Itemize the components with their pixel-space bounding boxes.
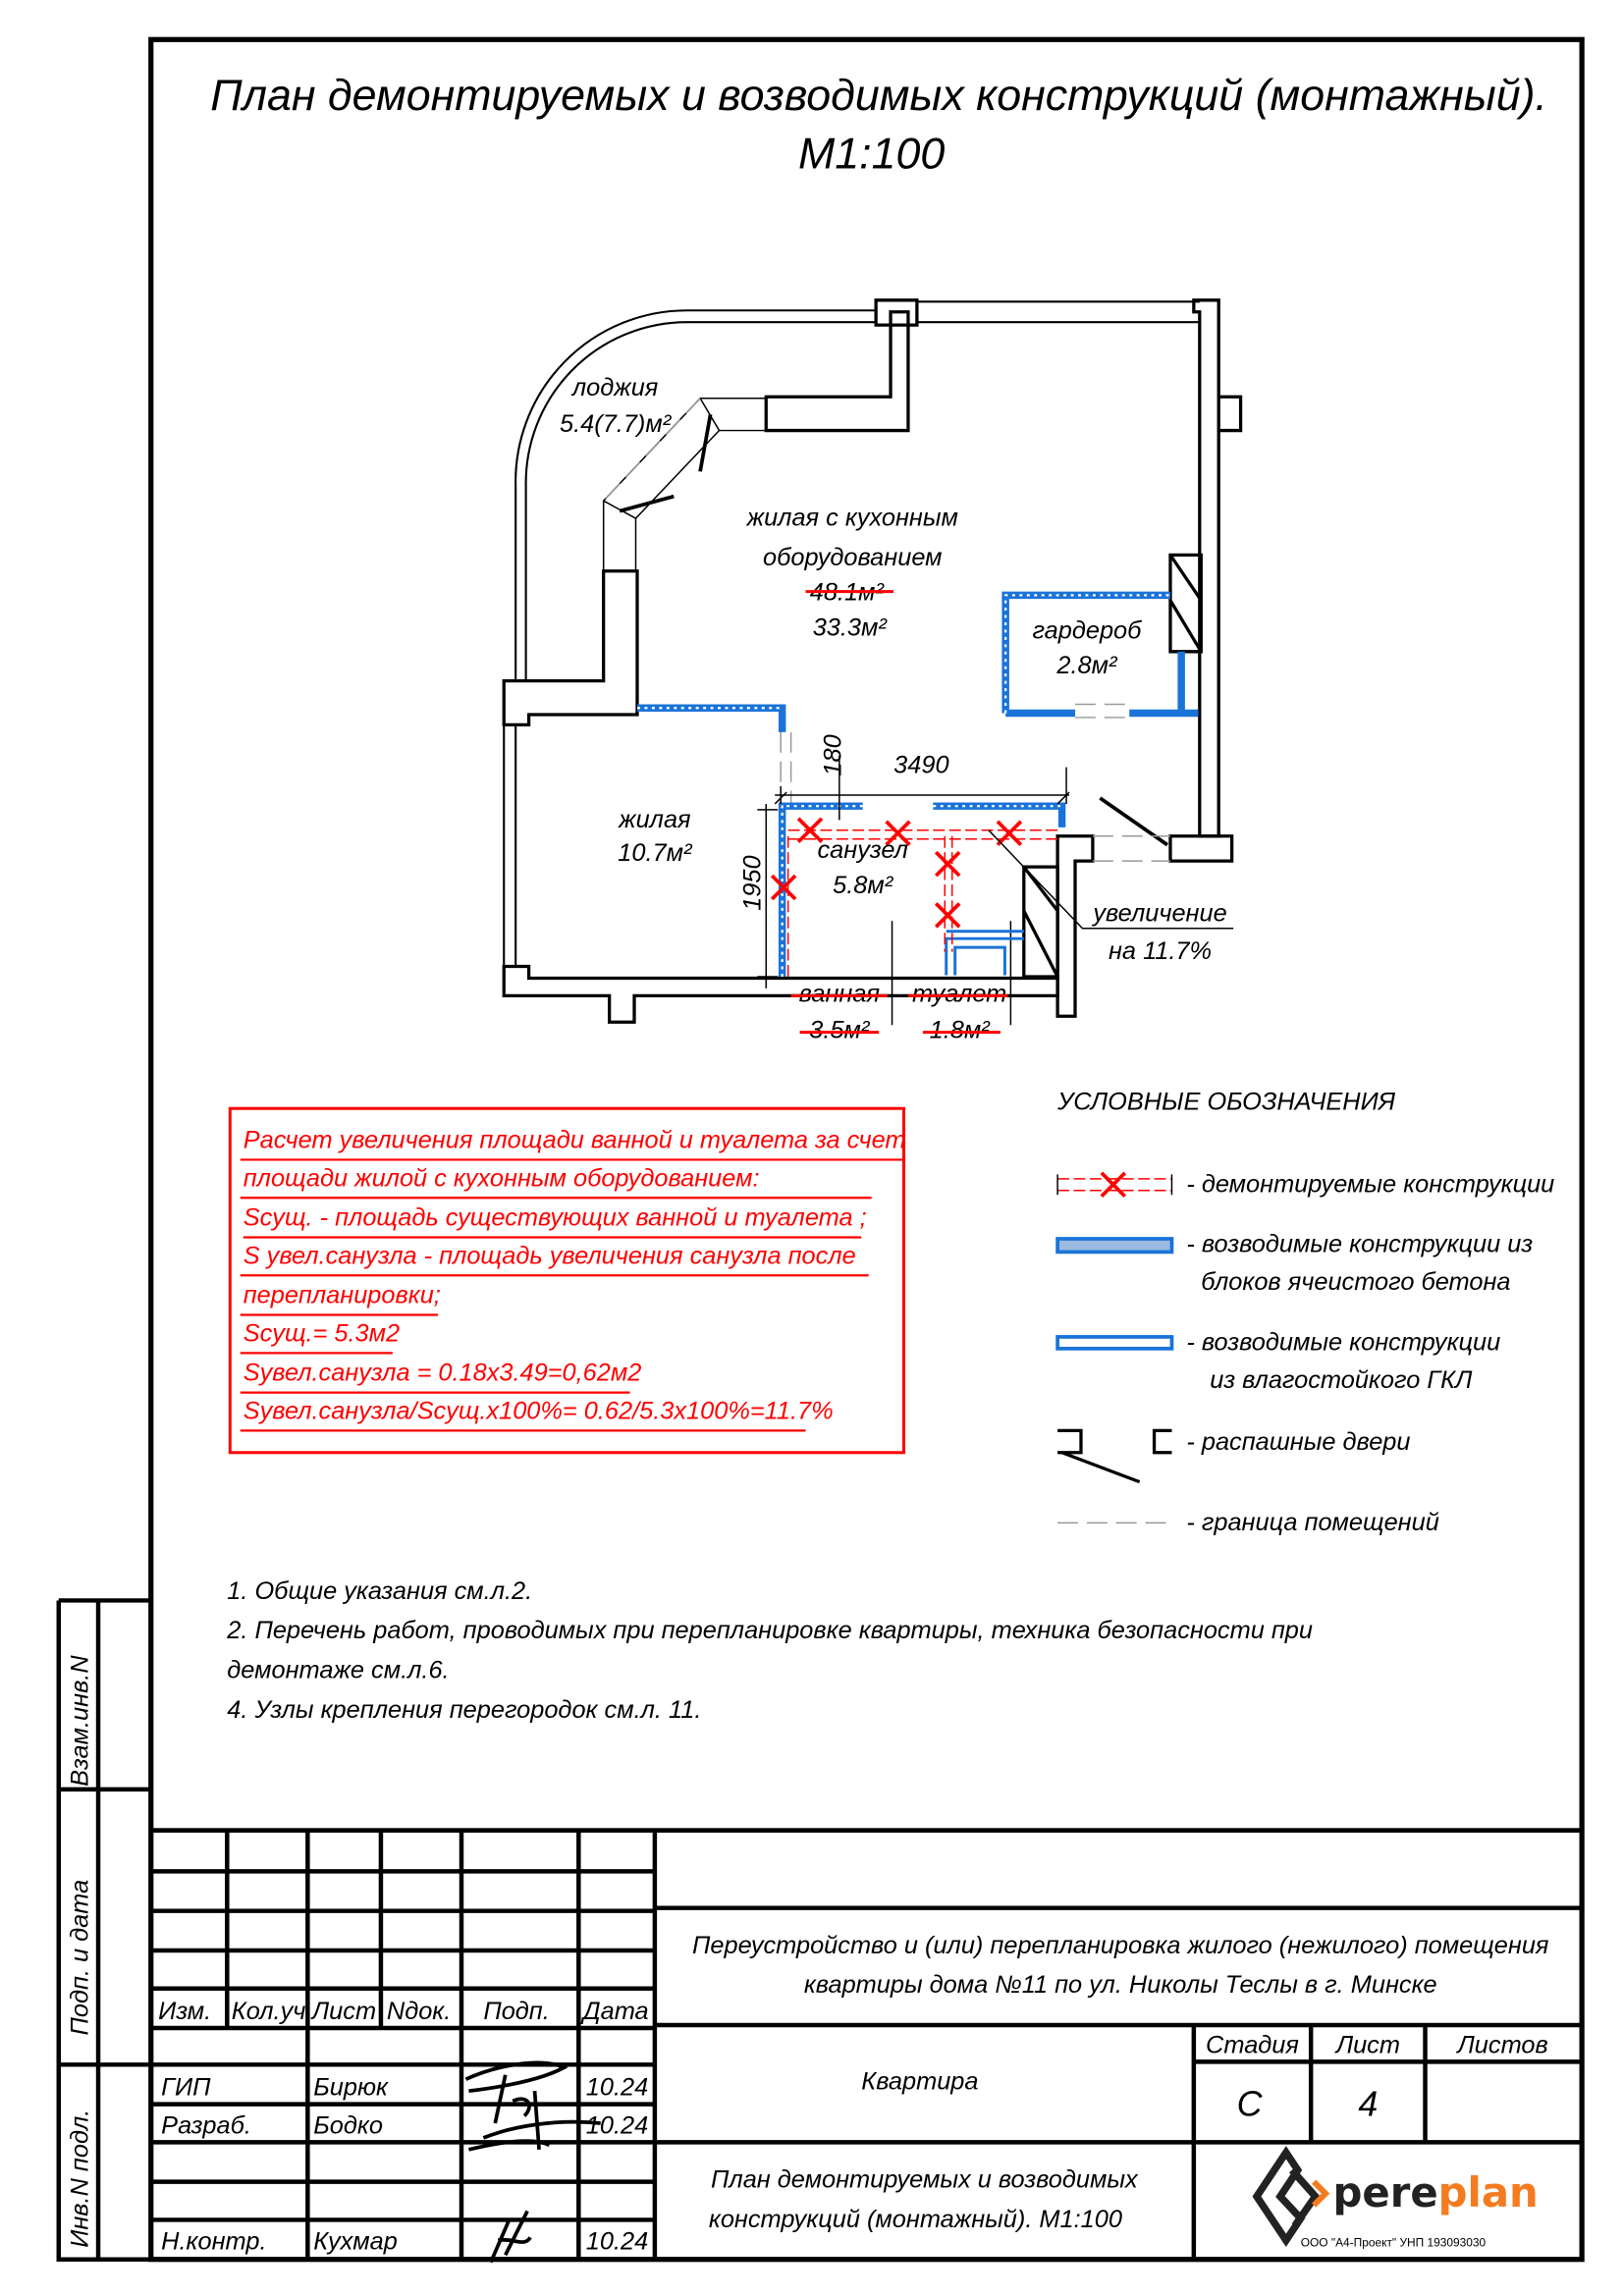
- pereplan-logo: pereplan ООО "А4-Проект" УНП 193093030: [1252, 2146, 1539, 2249]
- logo-icon: [1252, 2146, 1321, 2248]
- note: демонтаже см.л.6.: [227, 1656, 449, 1683]
- general-notes: 1. Общие указания см.л.2. 2. Перечень ра…: [226, 1577, 1313, 1724]
- floor-plan: 3490 180 1950 лоджия 5.4(7.7)м² жилая с …: [502, 298, 1243, 1044]
- stamp-sign-date: Подп. и дата: [67, 1880, 94, 2036]
- old-bath-label: ванная: [799, 980, 881, 1007]
- legend-block-wall-1: - возводимые конструкции из: [1186, 1230, 1533, 1257]
- dimensions: 3490 180 1950: [738, 734, 1070, 988]
- legend-block-wall-2: блоков ячеистого бетона: [1201, 1268, 1510, 1296]
- legend: УСЛОВНЫЕ ОБОЗНАЧЕНИЯ - демонтируемые кон…: [1055, 1089, 1554, 1536]
- project-title-1: Переустройство и (или) перепланировка жи…: [692, 1932, 1549, 1959]
- sheets-label: Листов: [1455, 2031, 1547, 2058]
- old-toilet-label: туалет: [912, 980, 1006, 1007]
- calc-line: S увел.санузла - площадь увеличения сану…: [243, 1242, 856, 1269]
- legend-boundary: - граница помещений: [1186, 1509, 1438, 1536]
- wardrobe-label: гардероб: [1032, 616, 1142, 644]
- title-block: Изм. Кол.уч. Лист Nдок. Подп. Дата ГИП Б…: [148, 1828, 1585, 2264]
- name-gip: Бирюк: [313, 2074, 389, 2102]
- object-name: Квартира: [861, 2068, 978, 2096]
- calc-line: перепланировки;: [243, 1282, 441, 1309]
- project-title-2: квартиры дома №11 по ул. Николы Теслы в …: [804, 1971, 1437, 1999]
- legend-gkl-wall-symbol: [1055, 1335, 1174, 1351]
- increase-label: увеличение: [1091, 899, 1226, 927]
- legend-door-symbol: [1057, 1428, 1172, 1484]
- calc-line: Sувел.санузла/Scущ.x100%= 0.62/5.3x100%=…: [243, 1397, 834, 1424]
- name-norm-control: Кухмар: [313, 2227, 398, 2255]
- loggia-label: лоджия: [570, 374, 659, 401]
- legend-gkl-wall-2: из влагостойкого ГКЛ: [1210, 1366, 1473, 1394]
- col-ndok: Nдок.: [387, 1998, 451, 2025]
- col-list: Лист: [310, 1998, 376, 2025]
- living-kitchen-area: 33.3м²: [813, 614, 889, 641]
- sheet-value: 4: [1358, 2085, 1378, 2124]
- stage-value: С: [1237, 2085, 1264, 2124]
- calc-line: Scущ.= 5.3м2: [243, 1319, 400, 1347]
- date-gip: 10.24: [586, 2074, 648, 2102]
- note: 4. Узлы крепления перегородок см.л. 11.: [227, 1696, 701, 1724]
- calc-line: площади жилой с кухонным оборудованием:: [243, 1164, 760, 1192]
- col-kol: Кол.уч.: [232, 1998, 313, 2025]
- drawing-title-1: План демонтируемых и возводимых: [711, 2166, 1139, 2194]
- legend-title: УСЛОВНЫЕ ОБОЗНАЧЕНИЯ: [1056, 1089, 1396, 1116]
- living-kitchen-label-1: жилая с кухонным: [746, 505, 958, 532]
- bathroom-label: санузел: [817, 836, 907, 864]
- name-developer: Бодко: [313, 2111, 383, 2139]
- loggia-area: 5.4(7.7)м²: [560, 410, 673, 438]
- living-label: жилая: [618, 806, 691, 833]
- role-developer: Разраб.: [161, 2111, 251, 2139]
- calculation-box: Расчет увеличения площади ванной и туале…: [228, 1106, 906, 1455]
- logo-caption: ООО "А4-Проект" УНП 193093030: [1301, 2235, 1487, 2249]
- side-stamps: Взам.инв.N Подп. и дата Инв.N подл.: [56, 1598, 151, 2262]
- logo-text: pereplan: [1333, 2168, 1539, 2216]
- calc-line: Расчет увеличения площади ванной и туале…: [243, 1127, 906, 1154]
- dim-thickness: 180: [819, 734, 846, 775]
- living-area: 10.7м²: [618, 839, 693, 867]
- sheet-label: Лист: [1334, 2031, 1400, 2058]
- date-norm-control: 10.24: [586, 2227, 648, 2255]
- bathroom-area: 5.8м²: [833, 872, 894, 899]
- old-toilet-area: 1.8м²: [930, 1017, 992, 1044]
- role-norm-control: Н.контр.: [161, 2227, 266, 2255]
- note: 1. Общие указания см.л.2.: [227, 1577, 532, 1605]
- stamp-inv: Инв.N подл.: [67, 2109, 94, 2248]
- wardrobe-area: 2.8м²: [1055, 652, 1118, 679]
- living-kitchen-label-2: оборудованием: [763, 544, 942, 571]
- demolition-marks: [770, 817, 1023, 929]
- legend-doors: - распашные двери: [1186, 1428, 1410, 1456]
- increase-value: на 11.7%: [1109, 937, 1212, 965]
- col-izm: Изм.: [158, 1998, 211, 2025]
- col-date: Дата: [580, 1998, 649, 2025]
- legend-demolished-symbol: [1056, 1171, 1173, 1199]
- signatures: [464, 2060, 601, 2264]
- calc-line: Sувел.санузла = 0.18x3.49=0,62м2: [243, 1360, 642, 1387]
- page-title: План демонтируемых и возводимых конструк…: [210, 71, 1547, 120]
- dim-width: 3490: [893, 752, 948, 779]
- stamp-swap: Взам.инв.N: [67, 1655, 94, 1787]
- page-scale: М1:100: [798, 130, 945, 179]
- dim-height: 1950: [738, 855, 766, 910]
- role-gip: ГИП: [161, 2074, 211, 2102]
- col-podp: Подп.: [483, 1998, 549, 2025]
- legend-block-wall-symbol: [1055, 1237, 1174, 1255]
- date-developer: 10.24: [586, 2111, 648, 2139]
- drawing-title-2: конструкций (монтажный). М1:100: [709, 2206, 1122, 2233]
- note: 2. Перечень работ, проводимых при перепл…: [226, 1617, 1313, 1644]
- old-bath-area: 3.5м²: [809, 1017, 871, 1044]
- calc-line: Scущ. - площадь существующих ванной и ту…: [243, 1204, 867, 1232]
- legend-demolished: - демонтируемые конструкции: [1186, 1170, 1554, 1198]
- stage-label: Стадия: [1206, 2031, 1299, 2058]
- legend-gkl-wall-1: - возводимые конструкции: [1186, 1328, 1500, 1356]
